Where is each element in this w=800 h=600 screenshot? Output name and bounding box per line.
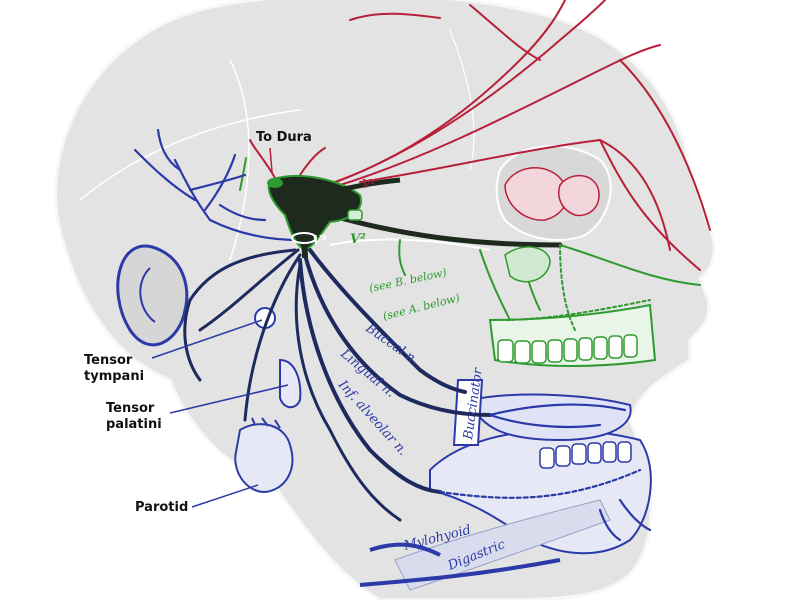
to-dura-leader [269,147,273,173]
maxillary-branch [398,239,406,276]
upper-tooth [514,340,531,364]
to-dura-label: To Dura [256,130,312,145]
skull-suture-3 [39,329,161,391]
ophthalmic-branch [599,139,701,271]
ear-outline [116,244,189,347]
temporal-branch [188,173,247,192]
maxillary-division [239,157,701,331]
ophthalmic-branch [319,0,606,189]
upper-tooth [531,340,547,364]
tensor-palatini-label-line1: Tensor [106,401,155,416]
dura-branch [299,147,326,176]
ganglion-body [267,174,362,252]
temporal-branch [208,218,302,242]
v1-trunk [339,177,401,193]
ganglion-root [267,178,283,188]
upper-tooth [547,339,563,363]
parotid-gland [234,423,294,494]
v2-label: V² [350,232,366,247]
mandibular-branch [294,263,402,522]
tensor-tympani-label-line1: Tensor [84,353,133,368]
ophthalmic-branch [619,59,711,231]
lower-tooth [587,442,602,464]
digastric-muscle [359,542,561,587]
mandibular-branch [243,253,302,422]
upper-tooth [593,336,608,360]
tensor-palatini-muscle [279,358,302,409]
lower-tooth [539,447,555,469]
ear-inner [139,267,156,323]
mandibular-division [133,128,652,542]
tensor-palatini-leader [169,384,289,414]
lower-tooth [571,443,587,465]
maxillary-branch [479,249,511,321]
temporal-branch [133,148,197,202]
mylohyoid-muscle [394,499,611,591]
tensor-tympani-label-line2: tympani [84,369,144,384]
upper-teeth [497,334,638,364]
upper-tooth [563,338,578,362]
lingual-fan [488,403,627,417]
lower-tooth [555,445,571,467]
maxillary-dotted [499,299,651,321]
maxillary-trunk [327,212,563,248]
trigeminal-ganglion [267,174,401,259]
ophthalmic-branch [339,44,661,186]
lower-tooth [602,441,617,463]
lingual-fan [488,413,602,429]
upper-tooth [497,339,514,363]
printed-labels: To Dura Tensor tympani Tensor palatini P… [84,130,312,515]
v3-foramen-marker [291,232,317,244]
skull-suture-2 [229,59,250,261]
upper-tooth [578,337,593,361]
temporal-branch [218,203,267,222]
upper-tooth [608,335,623,359]
buccal-nerve [308,248,467,394]
zygomatic-arch [329,238,491,251]
chin-branch [618,498,652,532]
parotid-leader [191,484,259,508]
parotid-duct [251,417,281,429]
lower-teeth [539,441,632,469]
parotid-label: Parotid [135,500,188,515]
chin-branch [598,508,622,542]
ophthalmic-division [249,0,711,271]
v3-label: V³ [312,233,327,247]
alveolar-dotted [438,468,642,499]
pterygopalatine-ganglion [504,246,551,283]
tensor-tympani-leader [151,319,263,359]
dura-branch [249,139,276,179]
maxillary-branch [559,244,701,286]
mandibular-branch [198,248,300,332]
ophthalmic-branch [469,4,541,61]
v3-trunk [297,214,308,259]
lingual-nerve [303,253,492,417]
lacrimal-gland-2 [558,174,600,217]
ophthalmic-branch [359,138,671,251]
mandibular-branch [183,248,297,382]
upper-tooth [623,334,638,358]
maxillary-dotted [559,244,576,331]
jaw-structures [234,303,657,591]
v2-foramen-marker [347,209,363,221]
skull-suture-1 [79,109,301,201]
leader-lines [151,147,289,508]
tensor-palatini-label-line2: palatini [106,417,162,432]
lower-tooth [617,441,632,463]
ophthalmic-branch [349,12,441,21]
temporal-branch [156,128,182,172]
v1-label: V¹ [362,177,375,191]
inf-alveolar-nerve [298,258,442,494]
